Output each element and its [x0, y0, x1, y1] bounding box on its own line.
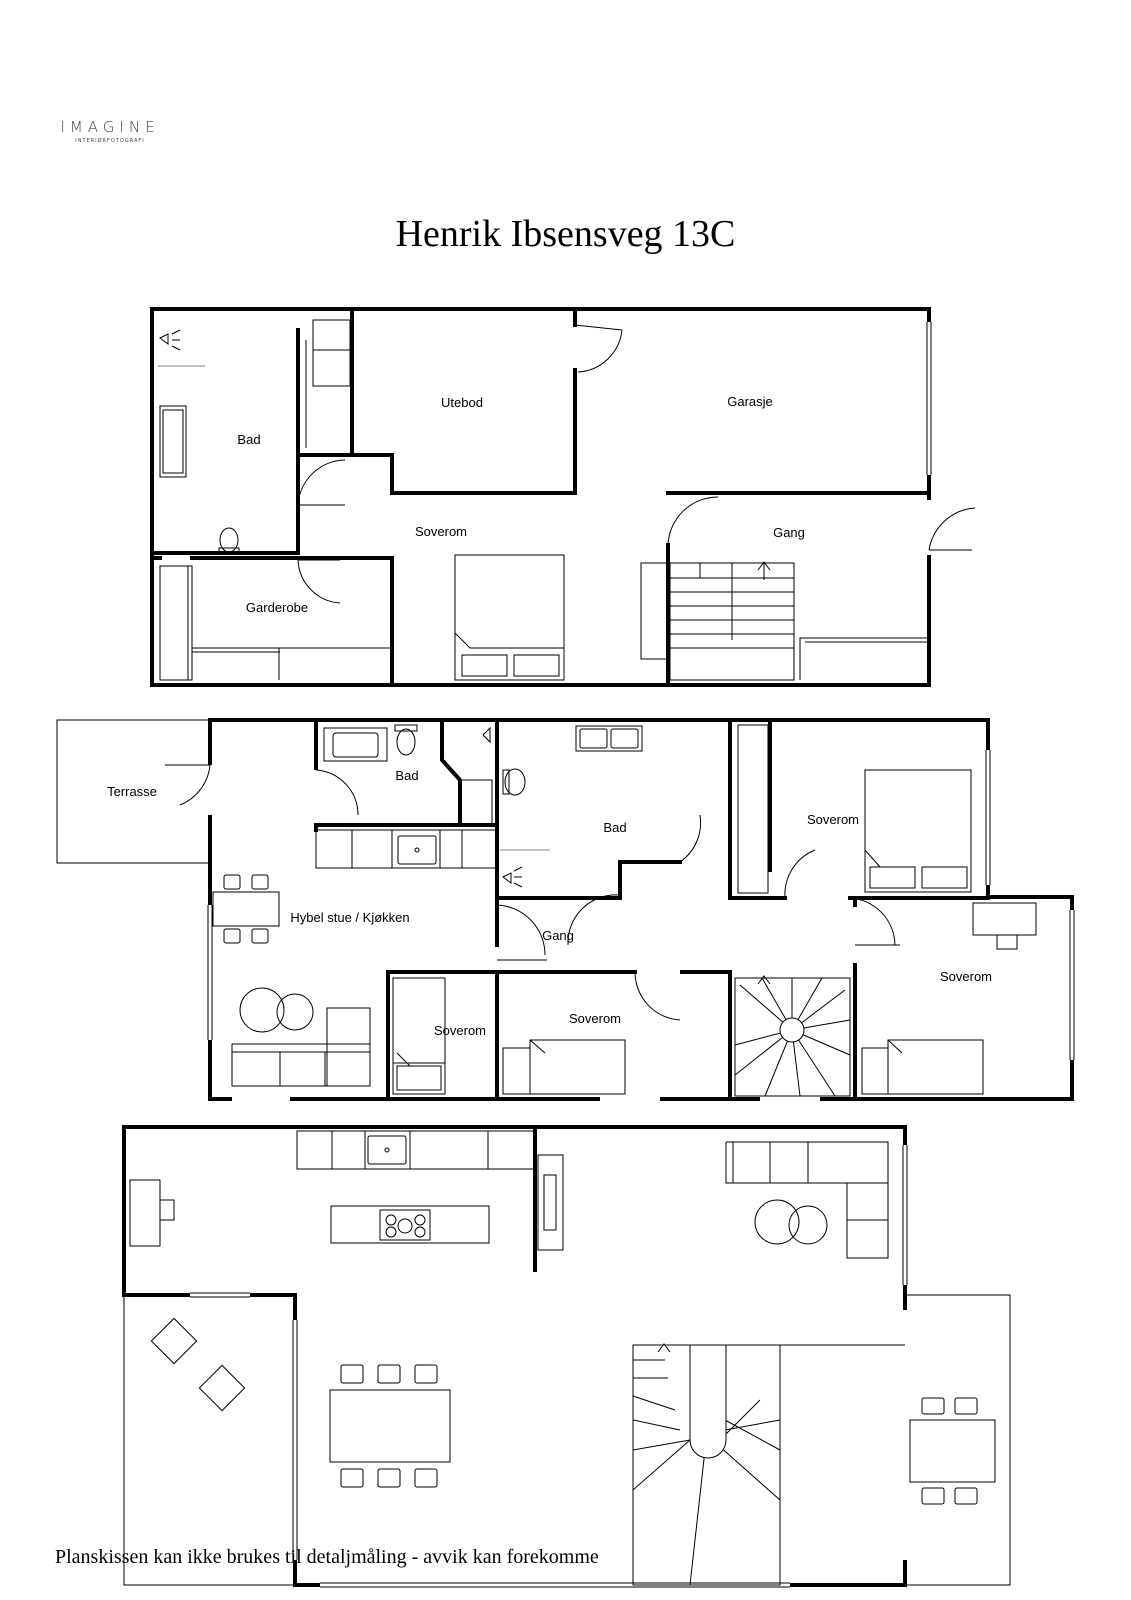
- logo-wordmark: IMAGINE: [60, 118, 160, 136]
- bad-wall: [150, 453, 300, 555]
- page-title: Henrik Ibsensveg 13C: [395, 213, 736, 255]
- room-label-soverom-5: Soverom: [434, 1023, 486, 1038]
- room-label-bad-1: Bad: [237, 432, 260, 447]
- room-label-soverom-3: Soverom: [940, 969, 992, 984]
- floor-1-outer-wall: [150, 307, 931, 687]
- room-label-hybel: Hybel stue / Kjøkken: [290, 910, 409, 925]
- floor-2: [56, 718, 1075, 1102]
- room-label-utebod: Utebod: [441, 395, 483, 410]
- terrasse-right: [904, 1294, 1011, 1586]
- room-label-bad-2: Bad: [395, 768, 418, 783]
- room-label-terrasse: Terrasse: [107, 784, 157, 799]
- floor-3-outer-wall: [122, 1125, 907, 1587]
- floor-1: [150, 307, 976, 687]
- disclaimer-footer: Planskissen kan ikke brukes til detaljmå…: [55, 1546, 599, 1568]
- room-label-garderobe: Garderobe: [246, 600, 308, 615]
- room-label-gang-1: Gang: [773, 525, 805, 540]
- terrasse-left: [123, 1294, 296, 1586]
- room-label-garasje: Garasje: [727, 394, 773, 409]
- floor-3: [122, 1125, 1011, 1588]
- logo: IMAGINE INTERIØRFOTOGRAFI: [50, 118, 170, 144]
- room-label-soverom-1: Soverom: [415, 524, 467, 539]
- room-labels: Bad Utebod Garasje Soverom Gang Garderob…: [107, 394, 992, 1038]
- floor-2-outer-wall: [208, 718, 1074, 1101]
- room-label-gang-2: Gang: [542, 928, 574, 943]
- logo-subtitle: INTERIØRFOTOGRAFI: [75, 138, 145, 144]
- room-label-soverom-4: Soverom: [569, 1011, 621, 1026]
- garderobe-wall: [190, 556, 394, 687]
- room-label-bad-3: Bad: [603, 820, 626, 835]
- room-label-soverom-2: Soverom: [807, 812, 859, 827]
